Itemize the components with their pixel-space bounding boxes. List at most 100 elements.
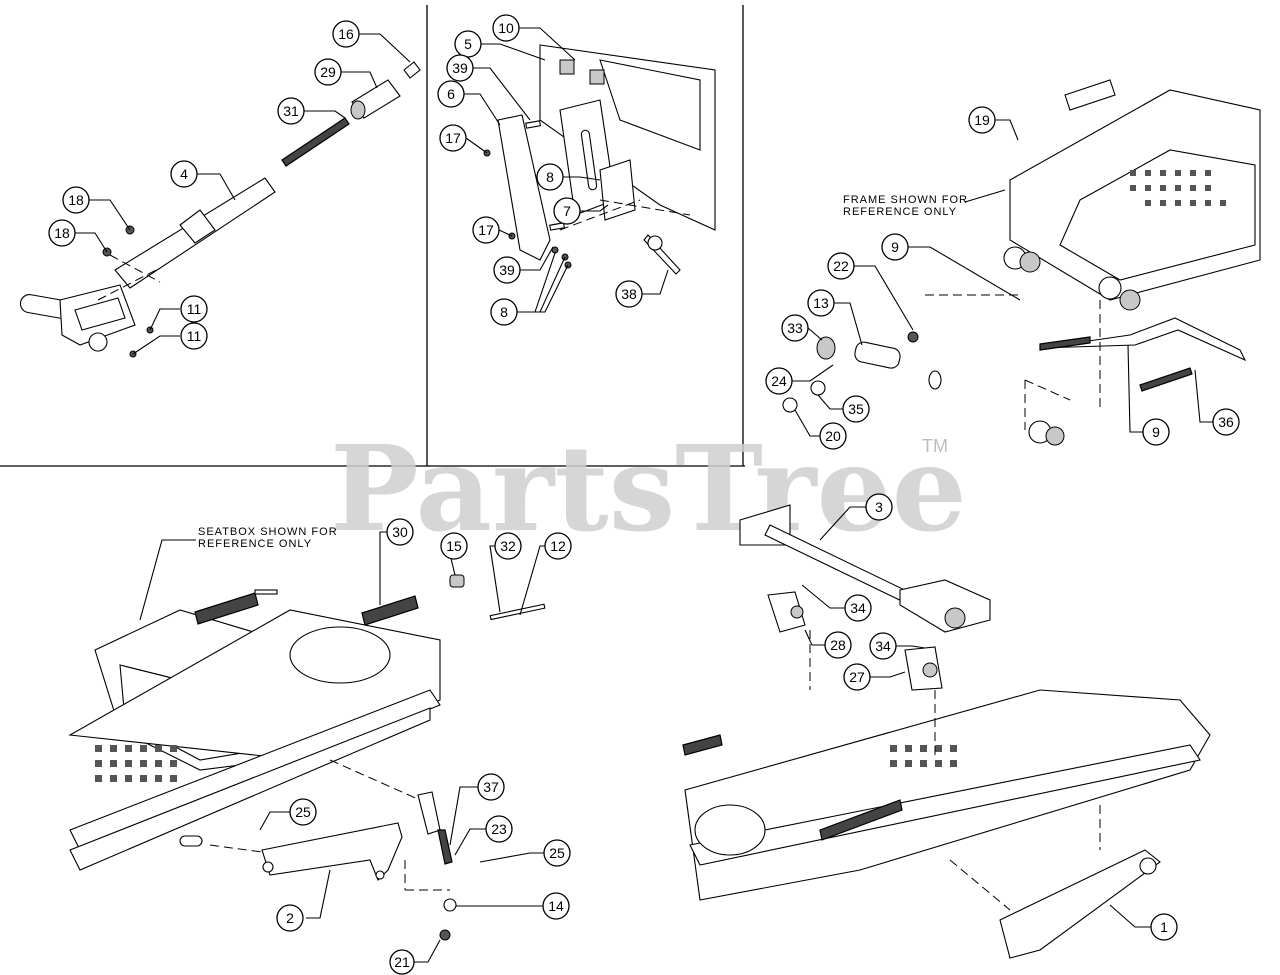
callout-5: 5 xyxy=(454,30,482,58)
callout-8a: 8 xyxy=(536,163,564,191)
svg-text:3: 3 xyxy=(875,499,883,515)
svg-text:24: 24 xyxy=(771,373,787,389)
callout-34a: 34 xyxy=(844,594,872,622)
callout-27: 27 xyxy=(843,663,871,691)
callout-29: 29 xyxy=(314,58,342,86)
panel-steering-lever xyxy=(19,61,421,358)
callout-23: 23 xyxy=(485,815,513,843)
svg-text:4: 4 xyxy=(180,166,188,182)
svg-text:11: 11 xyxy=(187,301,202,317)
callout-33: 33 xyxy=(781,314,809,342)
svg-text:23: 23 xyxy=(491,821,507,837)
seatbox-note-line2: REFERENCE ONLY xyxy=(198,538,312,550)
svg-text:18: 18 xyxy=(54,225,70,241)
callout-6: 6 xyxy=(437,80,465,108)
svg-text:35: 35 xyxy=(848,401,864,417)
callout-36: 36 xyxy=(1212,408,1240,436)
callout-17a: 17 xyxy=(439,124,467,152)
leader-lines xyxy=(75,27,1213,963)
callout-14: 14 xyxy=(542,892,570,920)
callout-28: 28 xyxy=(824,631,852,659)
callout-11a: 11 xyxy=(180,295,208,323)
callout-19: 19 xyxy=(968,106,996,134)
callout-38: 38 xyxy=(615,280,643,308)
callout-18a: 18 xyxy=(62,186,90,214)
watermark-text: PartsTree xyxy=(330,419,967,558)
svg-text:17: 17 xyxy=(445,130,461,146)
svg-text:11: 11 xyxy=(187,328,202,344)
callout-16: 16 xyxy=(332,20,360,48)
callout-4: 4 xyxy=(170,160,198,188)
frame-note-line1: FRAME SHOWN FOR xyxy=(843,194,968,206)
callout-20: 20 xyxy=(819,422,847,450)
callout-39a: 39 xyxy=(446,54,474,82)
svg-text:5: 5 xyxy=(464,36,472,52)
watermark-trademark: TM xyxy=(922,436,948,456)
callout-12: 12 xyxy=(544,532,572,560)
callout-17b: 17 xyxy=(472,216,500,244)
callout-1: 1 xyxy=(1150,913,1178,941)
svg-text:17: 17 xyxy=(478,222,494,238)
callout-11b: 11 xyxy=(180,322,208,350)
svg-text:10: 10 xyxy=(498,20,514,36)
svg-text:29: 29 xyxy=(320,64,336,80)
callout-25b: 25 xyxy=(543,839,571,867)
callout-34b: 34 xyxy=(869,632,897,660)
svg-text:31: 31 xyxy=(283,103,299,119)
svg-text:27: 27 xyxy=(849,669,865,685)
svg-text:30: 30 xyxy=(392,524,408,540)
svg-text:37: 37 xyxy=(483,779,499,795)
callout-37: 37 xyxy=(477,773,505,801)
svg-text:1: 1 xyxy=(1160,919,1168,935)
callout-8b: 8 xyxy=(490,298,518,326)
callout-9b: 9 xyxy=(1142,418,1170,446)
svg-text:7: 7 xyxy=(563,203,571,219)
callout-21: 21 xyxy=(389,949,415,975)
svg-text:13: 13 xyxy=(813,295,829,311)
callout-13: 13 xyxy=(807,289,835,317)
callout-39b: 39 xyxy=(493,256,521,284)
panel-mount-bracket xyxy=(483,44,716,275)
svg-text:8: 8 xyxy=(546,169,554,185)
callout-32: 32 xyxy=(494,532,522,560)
callout-35: 35 xyxy=(842,395,870,423)
svg-text:28: 28 xyxy=(830,637,846,653)
panel-seatbox xyxy=(68,574,546,941)
svg-text:8: 8 xyxy=(500,304,508,320)
svg-text:25: 25 xyxy=(549,845,565,861)
seatbox-note-line1: SEATBOX SHOWN FOR xyxy=(198,526,338,538)
svg-text:21: 21 xyxy=(394,954,410,970)
callout-10: 10 xyxy=(492,14,520,42)
svg-text:39: 39 xyxy=(499,262,515,278)
callout-18b: 18 xyxy=(48,219,76,247)
callout-2: 2 xyxy=(276,904,304,932)
svg-text:9: 9 xyxy=(1152,424,1160,440)
svg-text:20: 20 xyxy=(825,428,841,444)
svg-text:15: 15 xyxy=(446,538,462,554)
svg-text:36: 36 xyxy=(1218,414,1234,430)
callout-22: 22 xyxy=(827,252,855,280)
callout-9a: 9 xyxy=(881,233,909,261)
panel-frame-underside xyxy=(682,504,1211,959)
svg-text:25: 25 xyxy=(295,804,311,820)
svg-text:34: 34 xyxy=(850,600,866,616)
frame-note-line2: REFERENCE ONLY xyxy=(843,206,957,218)
svg-text:19: 19 xyxy=(974,112,990,128)
svg-text:2: 2 xyxy=(286,910,294,926)
svg-text:22: 22 xyxy=(833,258,849,274)
callout-25a: 25 xyxy=(289,798,317,826)
callout-30: 30 xyxy=(386,518,414,546)
svg-text:32: 32 xyxy=(500,538,516,554)
callout-7: 7 xyxy=(553,197,581,225)
svg-text:39: 39 xyxy=(452,60,468,76)
callout-31: 31 xyxy=(277,97,305,125)
svg-text:18: 18 xyxy=(68,192,84,208)
callout-3: 3 xyxy=(865,493,893,521)
panel-frame-linkage xyxy=(782,79,1261,446)
svg-text:14: 14 xyxy=(548,898,564,914)
svg-text:34: 34 xyxy=(875,638,891,654)
svg-text:6: 6 xyxy=(447,86,455,102)
callout-24: 24 xyxy=(765,367,793,395)
svg-text:38: 38 xyxy=(621,286,637,302)
